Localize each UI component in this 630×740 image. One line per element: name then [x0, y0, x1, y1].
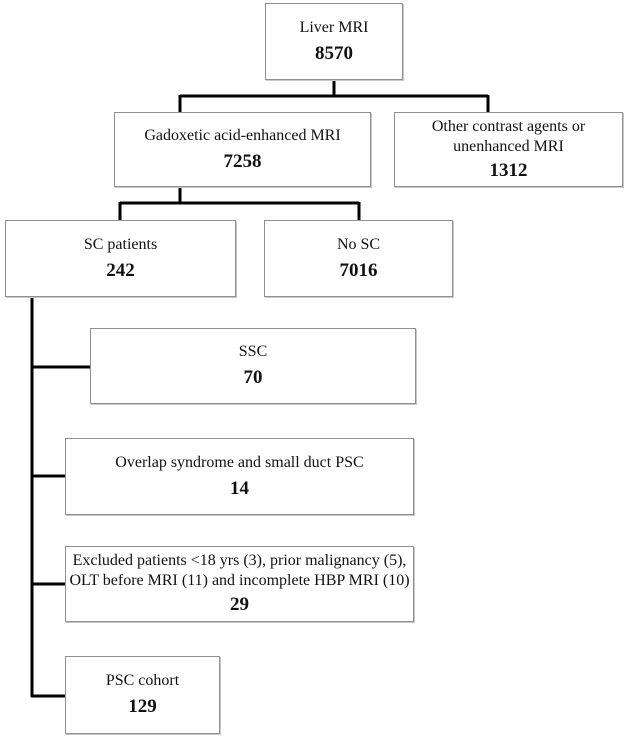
- sc-patients-box: SC patients 242: [5, 220, 236, 297]
- excluded-label-line1: Excluded patients <18 yrs (3), prior mal…: [72, 552, 407, 569]
- other-contrast-count: 1312: [489, 159, 528, 181]
- ssc-count: 70: [243, 367, 263, 388]
- other-contrast-label-line1: Other contrast agents or: [431, 117, 586, 135]
- gadoxetic-mri-count: 7258: [223, 150, 262, 172]
- liver-mri-label: Liver MRI: [299, 18, 369, 36]
- other-contrast-box: Other contrast agents or unenhanced MRI …: [394, 112, 623, 187]
- excluded-count: 29: [230, 594, 249, 615]
- psc-cohort-count: 129: [128, 696, 157, 717]
- liver-mri-count: 8570: [315, 42, 353, 64]
- no-sc-label: No SC: [336, 235, 381, 253]
- ssc-box: SSC 70: [90, 328, 416, 404]
- overlap-label: Overlap syndrome and small duct PSC: [115, 453, 364, 471]
- sc-patients-count: 242: [106, 259, 135, 281]
- gadoxetic-mri-label: Gadoxetic acid-enhanced MRI: [144, 126, 341, 144]
- sc-patients-label: SC patients: [83, 235, 158, 253]
- overlap-count: 14: [230, 477, 249, 499]
- gadoxetic-mri-box: Gadoxetic acid-enhanced MRI 7258: [114, 112, 371, 187]
- other-contrast-label-line2: unenhanced MRI: [453, 137, 564, 155]
- no-sc-count: 7016: [339, 259, 378, 281]
- ssc-label: SSC: [238, 343, 268, 360]
- overlap-box: Overlap syndrome and small duct PSC 14: [65, 438, 414, 515]
- excluded-box: Excluded patients <18 yrs (3), prior mal…: [65, 546, 414, 622]
- psc-cohort-label: PSC cohort: [105, 672, 180, 689]
- no-sc-box: No SC 7016: [264, 220, 453, 297]
- psc-cohort-box: PSC cohort 129: [65, 656, 220, 734]
- liver-mri-box: Liver MRI 8570: [265, 3, 403, 80]
- excluded-label-line2: OLT before MRI (11) and incomplete HBP M…: [69, 572, 410, 589]
